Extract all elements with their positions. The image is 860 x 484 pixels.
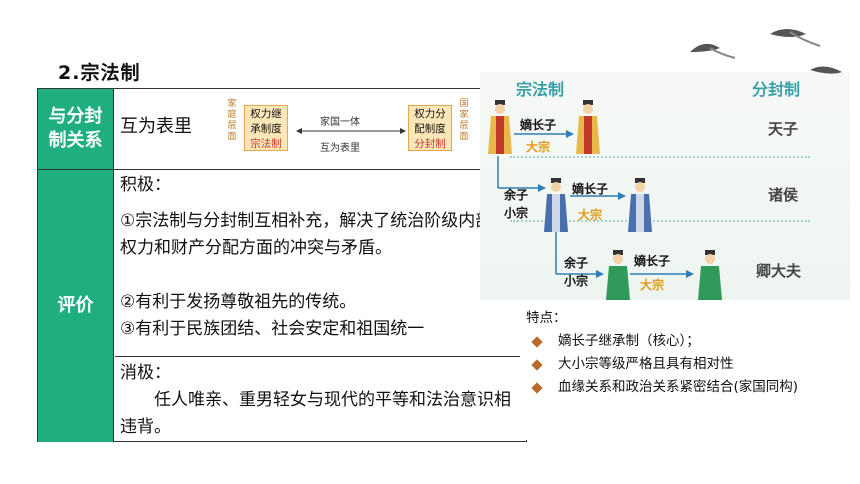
feature-text: 大小宗等级严格且具有相对性 [558, 356, 734, 372]
crane-birds-icon [690, 29, 842, 74]
noble-figure-icon [544, 178, 568, 232]
mini-middle-bottom: 互为表里 [320, 143, 360, 154]
mini-box-left: 权力继承制度 宗法制 [244, 105, 288, 151]
minister-figure-icon [606, 250, 630, 300]
positive-label: 积极： [120, 175, 171, 195]
relation-text: 互为表里 [120, 116, 192, 137]
king-figure-icon [488, 100, 512, 154]
rank-separator [510, 156, 810, 158]
label-xiao-zong-1: 小宗 [504, 206, 529, 220]
diagram-header-zongfa: 宗法制 [516, 80, 565, 99]
positive-item-2: ②有利于发扬尊敬祖先的传统。 [120, 292, 357, 312]
feature-item: 大小宗等级严格且具有相对性 [520, 353, 810, 376]
mini-box-right-top: 权力分配制度 [414, 108, 446, 135]
row-evaluation: 评价 积极： ①宗法制与分封制互相补充，解决了统治阶级内部在权力和财产分配方面的… [38, 170, 526, 442]
label-xiao-zong-2: 小宗 [564, 274, 589, 288]
diamond-bullet-icon [531, 359, 543, 371]
negative-text: 任人唯亲、重男轻女与现代的平等和法治意识相违背。 [120, 390, 511, 437]
mini-left-vertical: 家庭层面 [227, 99, 237, 142]
label-di-zhang-zi-2: 嫡长子 [572, 182, 609, 196]
positive-item-3: ③有利于民族团结、社会安定和祖国统一 [120, 319, 425, 339]
rank-zhuhou: 诸侯 [768, 186, 799, 204]
relationship-table: 与分封制关系 互为表里 家庭层面 权力继承制度 宗法制 家国一体 互为表里 权力… [37, 88, 527, 442]
rank-tianzi: 天子 [768, 120, 799, 138]
row-relation: 与分封制关系 互为表里 家庭层面 权力继承制度 宗法制 家国一体 互为表里 权力… [38, 89, 526, 169]
mini-middle-top: 家国一体 [320, 117, 360, 128]
label-da-zong-1: 大宗 [526, 140, 551, 154]
noble-heir-figure-icon [628, 178, 652, 232]
feature-text: 血缘关系和政治关系紧密结合(家国同构) [558, 379, 799, 395]
slide-title: 2.宗法制 [58, 62, 141, 84]
feature-item: 嫡长子继承制（核心）； [520, 330, 810, 353]
table-divider [38, 169, 526, 170]
label-da-zong-2: 大宗 [578, 208, 603, 222]
positive-item-1: ①宗法制与分封制互相补充，解决了统治阶级内部在权力和财产分配方面的冲突与矛盾。 [120, 211, 510, 258]
feature-text: 嫡长子继承制（核心）； [558, 333, 700, 349]
feature-item: 血缘关系和政治关系紧密结合(家国同构) [520, 376, 810, 399]
features-box: 特点： 嫡长子继承制（核心）； 大小宗等级严格且具有相对性 血缘关系和政治关系紧… [520, 300, 810, 440]
double-arrow-icon [296, 128, 406, 134]
rank-qingdafu: 卿大夫 [756, 262, 802, 280]
negative-label: 消极： [120, 363, 171, 383]
mini-box-right-bottom: 分封制 [414, 138, 446, 150]
minister-heir-figure-icon [698, 250, 722, 300]
header-evaluation: 评价 [38, 170, 114, 442]
diamond-bullet-icon [531, 336, 543, 348]
label-da-zong-3: 大宗 [640, 278, 665, 292]
label-yu-zi-2: 余子 [564, 256, 589, 270]
label-di-zhang-zi-3: 嫡长子 [634, 254, 671, 268]
mini-right-vertical: 国家层面 [459, 99, 469, 142]
features-title: 特点： [526, 310, 567, 326]
diagram-header-fenfeng: 分封制 [752, 80, 801, 99]
king-heir-figure-icon [576, 100, 600, 154]
rank-separator [510, 220, 810, 222]
mini-box-right: 权力分配制度 分封制 [408, 105, 452, 151]
mini-box-left-bottom: 宗法制 [250, 138, 282, 150]
inner-divider [115, 356, 526, 357]
mini-diagram: 家庭层面 权力继承制度 宗法制 家国一体 互为表里 权力分配制度 分封制 国家层… [226, 95, 476, 163]
header-relation: 与分封制关系 [38, 89, 114, 169]
hierarchy-diagram: 宗法制 分封制 天子 诸侯 卿大夫 [470, 29, 860, 300]
label-di-zhang-zi-1: 嫡长子 [520, 118, 557, 132]
mini-box-left-top: 权力继承制度 [250, 108, 282, 135]
label-yu-zi-1: 余子 [504, 188, 529, 202]
lineage-connectors [497, 130, 694, 278]
diamond-bullet-icon [531, 382, 543, 394]
